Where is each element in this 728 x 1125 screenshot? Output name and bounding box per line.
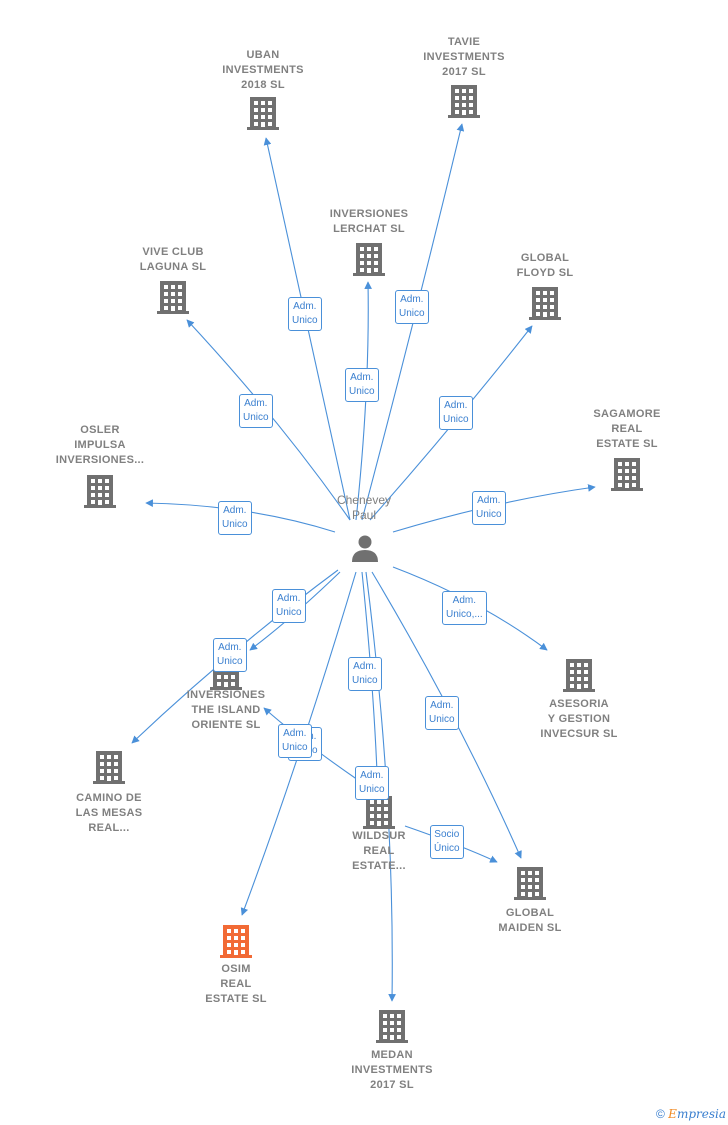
building-icon — [563, 659, 595, 692]
company-label: OSIM REAL ESTATE SL — [205, 963, 267, 1005]
company-wildsur[interactable]: WILDSUR REAL ESTATE... — [319, 795, 439, 874]
building-icon — [363, 796, 395, 829]
edge-label-lerchat[interactable]: Adm. Unico — [345, 368, 379, 402]
company-label: INVERSIONES THE ISLAND ORIENTE SL — [186, 689, 266, 731]
company-label: CAMINO DE LAS MESAS REAL... — [75, 792, 143, 834]
edge-label-floyd[interactable]: Adm. Unico — [439, 396, 473, 430]
building-icon — [247, 97, 279, 130]
company-label: ASESORIA Y GESTION INVECSUR SL — [540, 698, 618, 740]
building-icon — [514, 867, 546, 900]
company-label: WILDSUR REAL ESTATE... — [352, 830, 406, 872]
edge-label-vive[interactable]: Adm. Unico — [239, 394, 273, 428]
company-label: SAGAMORE REAL ESTATE SL — [593, 408, 661, 450]
company-sagamore[interactable]: SAGAMORE REAL ESTATE SL — [567, 407, 687, 491]
building-icon — [157, 281, 189, 314]
company-label: GLOBAL FLOYD SL — [516, 252, 574, 279]
edge-label-socio[interactable]: Socio Único — [430, 825, 464, 859]
company-asesoria[interactable]: ASESORIA Y GESTION INVECSUR SL — [519, 658, 639, 742]
company-medan[interactable]: MEDAN INVESTMENTS 2017 SL — [332, 1009, 452, 1093]
company-label: MEDAN INVESTMENTS 2017 SL — [351, 1049, 433, 1091]
brand-initial: E — [668, 1107, 677, 1121]
building-icon — [220, 925, 252, 958]
company-label: INVERSIONES LERCHAT SL — [329, 208, 409, 235]
person-icon[interactable] — [350, 533, 380, 563]
edge-label-osim[interactable]: Adm. Unico — [278, 724, 312, 758]
edge-label-tavie[interactable]: Adm. Unico — [395, 290, 429, 324]
edge-uban — [263, 137, 351, 521]
building-icon — [529, 287, 561, 320]
company-label: VIVE CLUB LAGUNA SL — [139, 246, 207, 273]
building-icon — [84, 475, 116, 508]
copyright-symbol: © — [655, 1107, 665, 1121]
person-name: Chenevey Paul — [336, 493, 392, 522]
edge-label-medan[interactable]: Adm. Unico — [355, 766, 389, 800]
company-label: GLOBAL MAIDEN SL — [498, 907, 562, 934]
brand-name: mpresia — [676, 1107, 726, 1121]
edge-label-uban[interactable]: Adm. Unico — [288, 297, 322, 331]
company-label: TAVIE INVESTMENTS 2017 SL — [423, 36, 505, 78]
edge-label-camino[interactable]: Adm. Unico — [213, 638, 247, 672]
company-label: UBAN INVESTMENTS 2018 SL — [222, 49, 304, 91]
company-osler[interactable]: OSLER IMPULSA INVERSIONES... — [40, 423, 160, 508]
building-icon — [611, 458, 643, 491]
company-uban[interactable]: UBAN INVESTMENTS 2018 SL — [203, 48, 323, 130]
company-camino[interactable]: CAMINO DE LAS MESAS REAL... — [49, 750, 169, 836]
company-label: OSLER IMPULSA INVERSIONES... — [55, 424, 145, 466]
building-icon — [376, 1010, 408, 1043]
building-icon — [93, 751, 125, 784]
brand-footer[interactable]: © Empresia — [656, 1107, 726, 1121]
building-icon — [448, 85, 480, 118]
company-osim[interactable]: OSIM REAL ESTATE SL — [176, 924, 296, 1007]
company-island[interactable]: INVERSIONES THE ISLAND ORIENTE SL — [166, 656, 286, 733]
edge-label-osler[interactable]: Adm. Unico — [218, 501, 252, 535]
company-vive[interactable]: VIVE CLUB LAGUNA SL — [113, 245, 233, 314]
company-lerchat[interactable]: INVERSIONES LERCHAT SL — [309, 207, 429, 276]
company-maiden[interactable]: GLOBAL MAIDEN SL — [470, 866, 590, 936]
edge-label-maiden[interactable]: Adm. Unico — [425, 696, 459, 730]
edge-label-asesoria[interactable]: Adm. Unico,... — [442, 591, 487, 625]
edge-vive — [186, 319, 351, 521]
building-icon — [353, 243, 385, 276]
edge-label-island[interactable]: Adm. Unico — [272, 589, 306, 623]
company-tavie[interactable]: TAVIE INVESTMENTS 2017 SL — [404, 35, 524, 118]
edge-label-sagamore[interactable]: Adm. Unico — [472, 491, 506, 525]
company-floyd[interactable]: GLOBAL FLOYD SL — [485, 251, 605, 320]
edge-label-wildsur[interactable]: Adm. Unico — [348, 657, 382, 691]
